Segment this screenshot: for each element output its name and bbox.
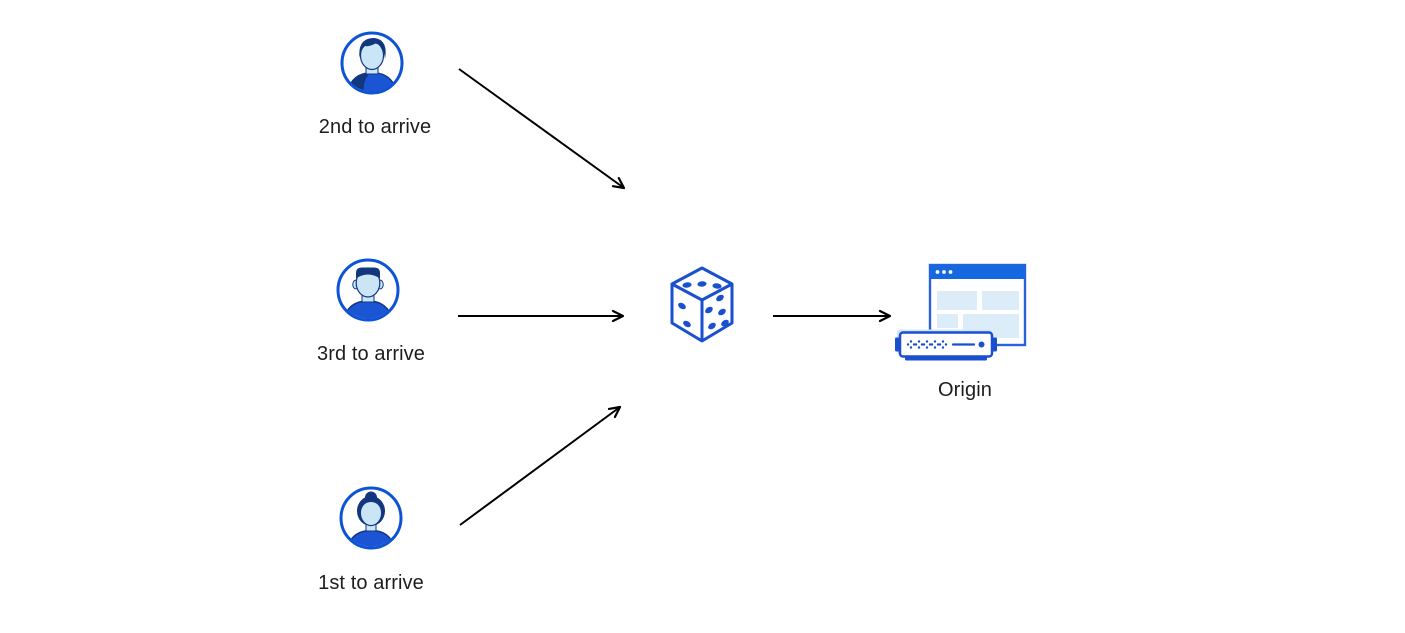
arrow-client-top-to-dice bbox=[458, 68, 626, 190]
node-label-client-middle: 3rd to arrive bbox=[316, 343, 425, 365]
node-client-top bbox=[340, 31, 404, 100]
female-user-avatar-icon bbox=[339, 486, 403, 550]
node-client-bottom bbox=[339, 486, 403, 555]
server-vent-dots bbox=[906, 340, 948, 349]
male-user-avatar-icon bbox=[340, 31, 404, 95]
dice-icon bbox=[670, 266, 734, 343]
male-flattop-user-avatar-icon bbox=[336, 258, 400, 322]
node-client-middle bbox=[336, 258, 400, 327]
node-label-client-bottom: 1st to arrive bbox=[318, 572, 424, 594]
node-label-client-top: 2nd to arrive bbox=[318, 116, 432, 138]
origin-server-browser-icon bbox=[895, 263, 1027, 361]
node-origin bbox=[894, 262, 1028, 369]
node-randomizer bbox=[666, 264, 738, 351]
arrow-client-bottom-to-dice bbox=[459, 405, 622, 526]
node-label-origin: Origin bbox=[938, 379, 992, 401]
